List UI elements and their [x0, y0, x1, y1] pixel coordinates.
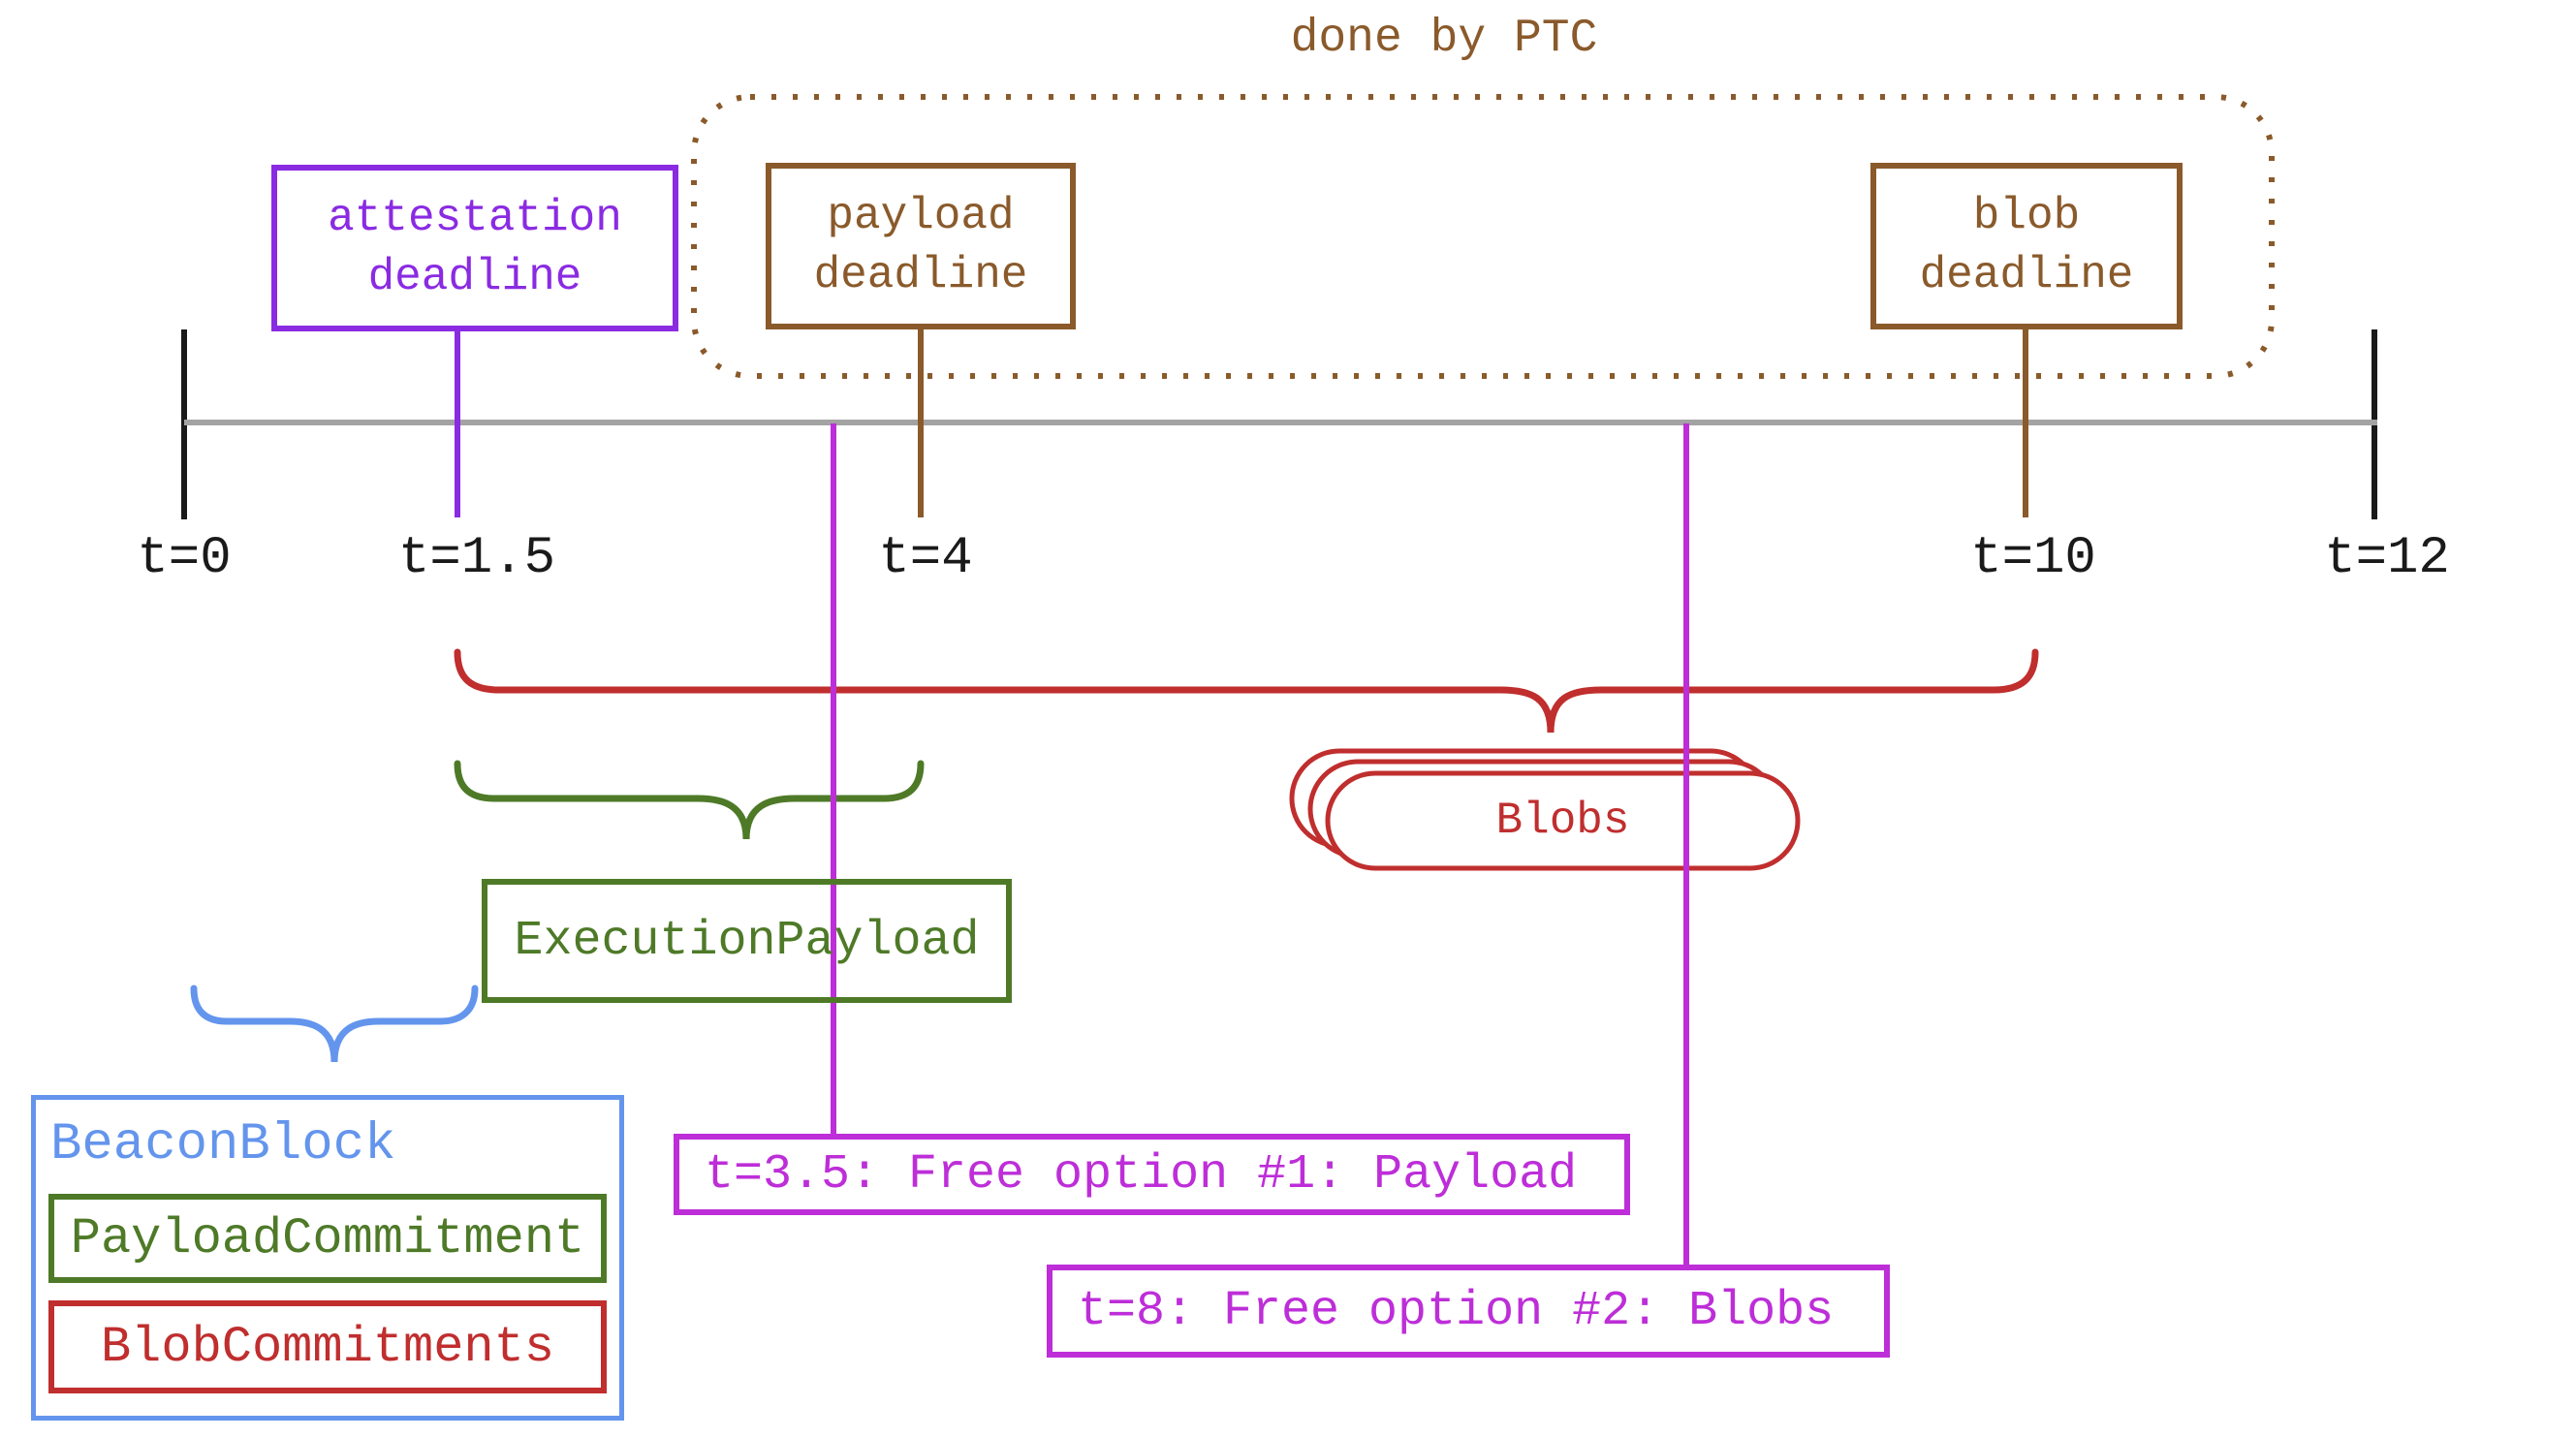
- beacon-block-title: BeaconBlock: [50, 1115, 396, 1174]
- blob-deadline-line1: blob: [1972, 191, 2081, 242]
- tick-label-t1-5: t=1.5: [397, 529, 556, 588]
- payload-deadline-box: payload deadline: [766, 163, 1076, 329]
- blob-deadline-connector: [2023, 329, 2028, 517]
- timeline-axis: [184, 420, 2377, 425]
- blobs-label: Blobs: [1495, 796, 1630, 846]
- ptc-dotted-region: [691, 94, 2275, 379]
- attestation-deadline-connector: [455, 331, 460, 517]
- execution-payload-label: ExecutionPayload: [514, 913, 980, 969]
- payload-commitment-label: PayloadCommitment: [70, 1209, 585, 1267]
- free-option-1-label: t=3.5: Free option #1: Payload: [705, 1146, 1578, 1203]
- attestation-deadline-box: attestation deadline: [271, 165, 678, 331]
- blob-pill-front: [1325, 770, 1801, 871]
- payload-deadline-connector: [918, 329, 924, 517]
- green-brace: [454, 760, 925, 840]
- free-option-1-box: t=3.5: Free option #1: Payload: [674, 1134, 1630, 1215]
- tick-label-t10: t=10: [1970, 529, 2096, 588]
- free-option-2-box: t=8: Free option #2: Blobs: [1047, 1265, 1890, 1358]
- attestation-deadline-line1: attestation: [328, 193, 622, 244]
- red-brace: [454, 648, 2039, 734]
- free-option-1-line: [831, 423, 836, 1136]
- blue-brace: [190, 985, 479, 1063]
- blob-deadline-line2: deadline: [1919, 250, 2134, 300]
- free-option-2-line: [1683, 423, 1689, 1266]
- done-by-ptc-label: done by PTC: [1290, 13, 1598, 65]
- tick-label-t4: t=4: [878, 529, 973, 588]
- payload-deadline-line2: deadline: [813, 250, 1028, 300]
- payload-commitment-box: PayloadCommitment: [48, 1194, 607, 1283]
- blob-commitments-label: BlobCommitments: [100, 1318, 555, 1376]
- tick-label-t0: t=0: [137, 529, 232, 588]
- payload-deadline-line1: payload: [827, 191, 1015, 242]
- free-option-2-label: t=8: Free option #2: Blobs: [1078, 1283, 1835, 1339]
- attestation-deadline-line2: deadline: [367, 252, 582, 302]
- execution-payload-box: ExecutionPayload: [482, 879, 1012, 1003]
- blob-deadline-box: blob deadline: [1870, 163, 2183, 329]
- blob-commitments-box: BlobCommitments: [48, 1300, 607, 1393]
- tick-label-t12: t=12: [2324, 529, 2450, 588]
